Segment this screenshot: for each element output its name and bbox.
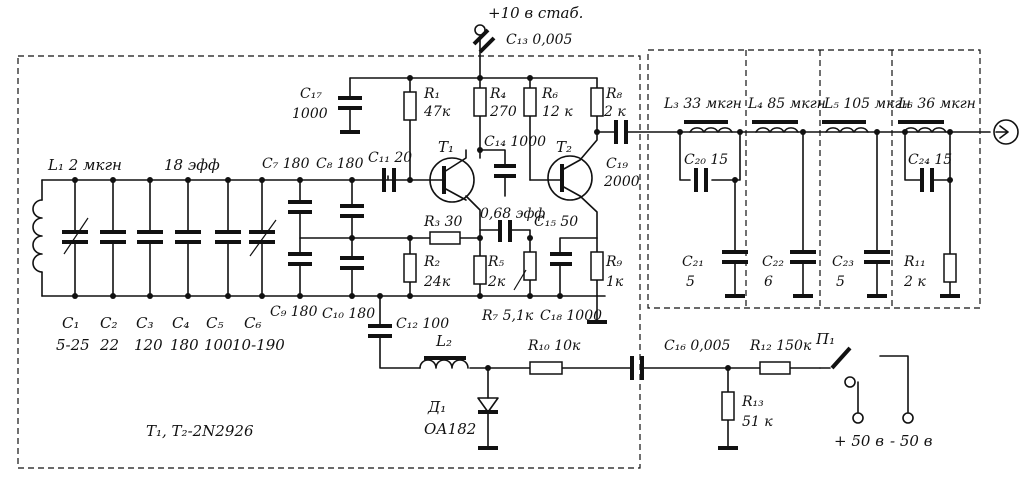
c6-name: C₆	[244, 314, 262, 332]
r4-name: R₄	[489, 86, 507, 102]
r8-value: 2 к	[603, 104, 626, 120]
c4-name: C₄	[172, 314, 190, 332]
c10-label: C₁₀ 180	[322, 306, 375, 322]
c2-name: C₂	[100, 314, 118, 332]
capacitors	[62, 28, 934, 380]
l1-label: L₁ 2 мкгн	[47, 156, 122, 174]
r4-value: 270	[489, 104, 517, 120]
r8-name: R₈	[605, 86, 623, 102]
c3-value: 120	[134, 336, 163, 354]
c12-label: C₁₂ 100	[396, 316, 449, 332]
r6-name: R₆	[541, 86, 559, 102]
c6-value: 10-190	[232, 336, 285, 354]
terminals	[474, 24, 1019, 424]
c16-label: C₁₆ 0,005	[664, 338, 731, 354]
c4-value: 180	[170, 336, 199, 354]
c7-label: C₇ 180	[262, 156, 310, 172]
l6-label: L₆ 36 мкгн	[897, 96, 976, 112]
r13-value: 51 к	[742, 414, 773, 430]
p1-label: П₁	[815, 330, 835, 348]
c20-label: C₂₀ 15	[684, 152, 728, 168]
ef18-label: 18 эфф	[164, 156, 220, 174]
junctions	[72, 75, 953, 371]
inductors	[32, 120, 947, 369]
l3-label: L₃ 33 мкгн	[663, 96, 742, 112]
r1-name: R₁	[423, 86, 440, 102]
l2-label: L₂	[435, 332, 452, 350]
c3-name: C₃	[136, 314, 154, 332]
c23-value: 5	[836, 274, 845, 290]
r10-label: R₁₀ 10к	[527, 338, 581, 354]
c1-name: C₁	[62, 314, 80, 332]
l5-label: L₅ 105 мкгн	[823, 96, 911, 112]
r5-value: 2к	[487, 274, 506, 290]
c21-name: C₂₁	[682, 254, 704, 270]
c19-name: C₁₉	[606, 156, 628, 172]
c15-label: C₁₅ 50	[534, 214, 578, 230]
r7-label: R₇ 5,1к	[481, 308, 534, 324]
l4-label: L₄ 85 мкгн	[747, 96, 826, 112]
c8-label: C₈ 180	[316, 156, 364, 172]
c23-name: C₂₃	[832, 254, 854, 270]
diode-d1	[477, 397, 499, 414]
grounds	[478, 294, 960, 450]
c13-label: C₁₃ 0,005	[506, 32, 573, 48]
r3-label: R₃ 30	[423, 214, 463, 230]
labels: +10 в стаб. C₁₃ 0,005 C₁₇ 1000 R₁ 47к R₄…	[47, 4, 976, 450]
supply-label: +10 в стаб.	[488, 4, 583, 22]
c22-value: 6	[764, 274, 773, 290]
c24-label: C₂₄ 15	[908, 152, 952, 168]
r2-name: R₂	[423, 254, 441, 270]
c2-value: 22	[99, 336, 119, 354]
c19-value: 2000	[603, 174, 640, 190]
r9-value: 1к	[606, 274, 624, 290]
r2-value: 24к	[423, 274, 451, 290]
r11-value: 2 к	[903, 274, 926, 290]
resistors	[403, 87, 957, 421]
c9-label: C₉ 180	[270, 304, 318, 320]
t1-label: T₁	[438, 138, 454, 156]
c18-label: C₁₈ 1000	[540, 308, 602, 324]
plus50-label: + 50 в	[834, 432, 884, 450]
c5-value: 100	[204, 336, 233, 354]
d1-value: ОА182	[424, 420, 476, 438]
c1-value: 5-25	[56, 336, 90, 354]
c17-name: C₁₇	[300, 86, 322, 102]
c17-value: 1000	[292, 106, 328, 122]
r12-label: R₁₂ 150к	[749, 338, 812, 354]
t2-label: T₂	[556, 138, 572, 156]
transistors-note: T₁, T₂-2N2926	[146, 422, 254, 440]
c11-label: C₁₁ 20	[368, 150, 412, 166]
c22-name: C₂₂	[762, 254, 784, 270]
enclosures	[17, 49, 981, 469]
transistors	[429, 149, 593, 203]
r13-name: R₁₃	[741, 394, 764, 410]
r11-name: R₁₁	[903, 254, 926, 270]
r9-name: R₉	[605, 254, 623, 270]
r6-value: 12 к	[542, 104, 573, 120]
c5-name: C₅	[206, 314, 224, 332]
minus50-label: - 50 в	[890, 432, 933, 450]
d1-name: Д₁	[427, 398, 446, 416]
c14-label: C₁₄ 1000	[484, 134, 546, 150]
r1-value: 47к	[423, 104, 451, 120]
ef068-label: 0,68 эфф	[480, 206, 545, 222]
r5-name: R₅	[487, 254, 505, 270]
c21-value: 5	[686, 274, 695, 290]
